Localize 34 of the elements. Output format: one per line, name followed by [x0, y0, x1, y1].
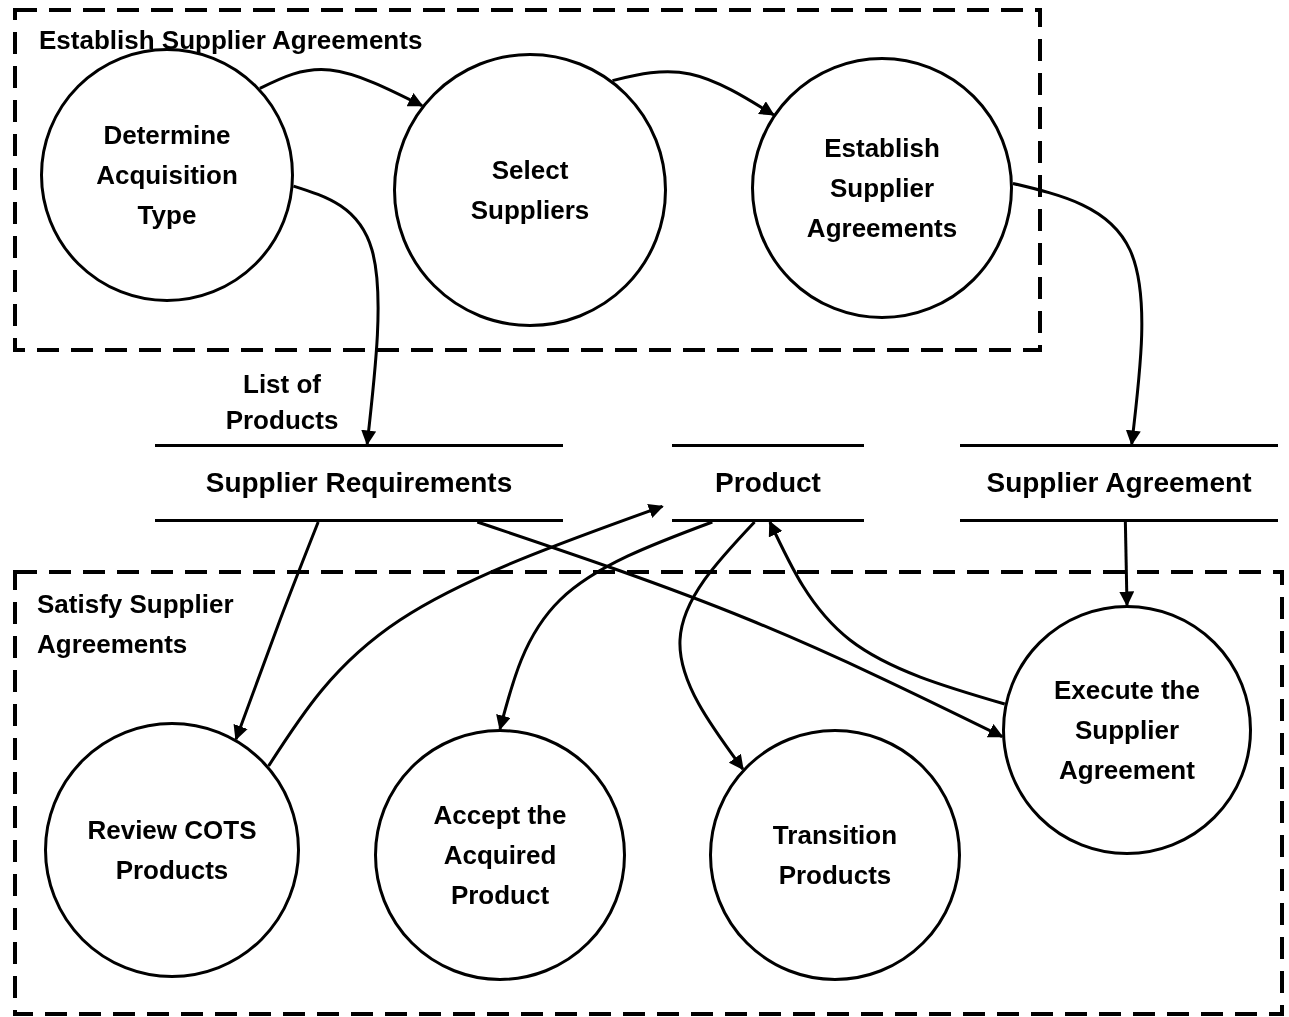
flow-arrow [1012, 181, 1144, 446]
store-label: Product [715, 467, 821, 499]
flow-arrow [267, 503, 664, 767]
process-circle [751, 57, 1013, 319]
flow-arrow [233, 521, 320, 741]
process-label: Determine Acquisition Type [95, 119, 239, 232]
process-label: Accept the Acquired Product [432, 799, 568, 912]
process-circle [1002, 605, 1252, 855]
process-circle [393, 53, 667, 327]
flow-arrow [293, 184, 380, 446]
flow-arrow [768, 520, 1006, 706]
process-circle [44, 722, 300, 978]
data-store [672, 444, 864, 522]
group-frame [15, 10, 1040, 350]
process-label: Transition Products [771, 819, 899, 892]
process-label: Select Suppliers [469, 154, 591, 227]
data-store [155, 444, 563, 522]
flow-arrow [476, 520, 1004, 738]
flow-arrow [259, 68, 424, 107]
flow-arrow [678, 520, 756, 771]
process-label: Establish Supplier Agreements [805, 132, 959, 245]
data-store [960, 444, 1278, 522]
store-label: Supplier Requirements [205, 467, 513, 499]
flow-arrow [1119, 521, 1135, 607]
process-label: Review COTS Products [86, 814, 258, 887]
flow-arrow [612, 70, 775, 117]
store-label: Supplier Agreement [986, 467, 1252, 499]
process-label: Execute the Supplier Agreement [1053, 674, 1201, 787]
group-title: Satisfy Supplier Agreements [37, 588, 235, 661]
group-title: Establish Supplier Agreements [39, 24, 424, 57]
group-frame [15, 572, 1282, 1014]
process-circle [374, 729, 626, 981]
flow-arrow [496, 520, 713, 731]
process-circle [709, 729, 961, 981]
